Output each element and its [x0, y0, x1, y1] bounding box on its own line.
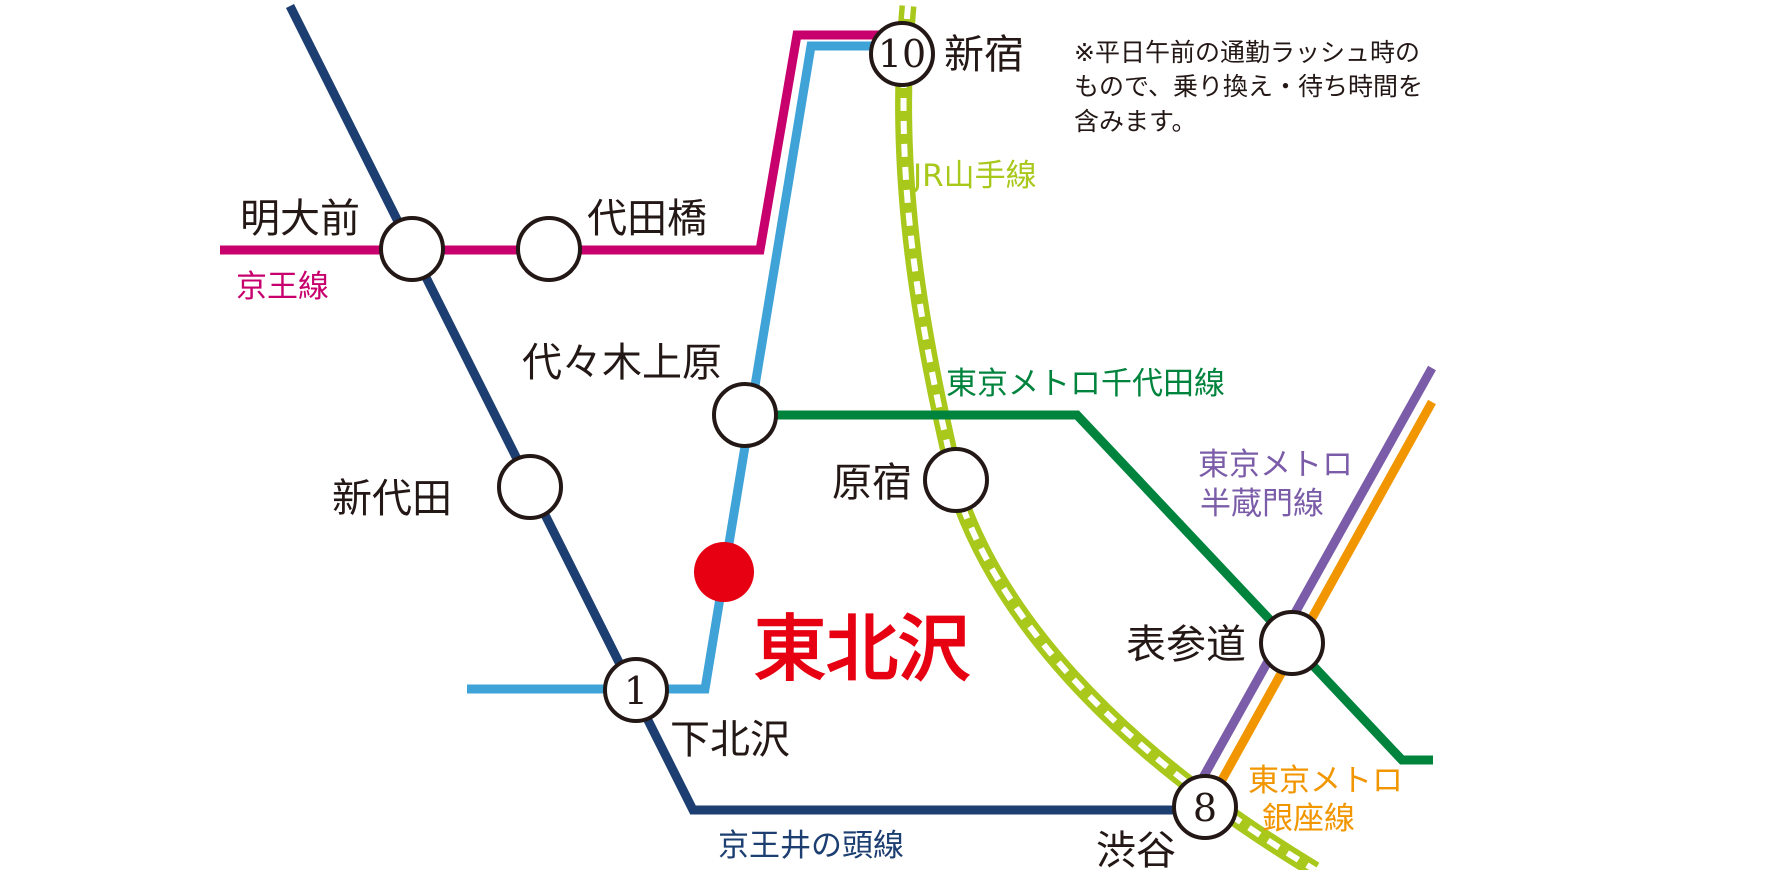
shibuya-minutes: 8 [1193, 786, 1217, 830]
station-label-yoyogiuehara: 代々木上原 [522, 340, 722, 386]
station-marker-shibuya [1172, 774, 1238, 840]
chiyoda-line [746, 410, 1433, 765]
note-line-1: ※平日午前の通勤ラッシュ時の [1074, 38, 1420, 67]
station-marker-shindaita [497, 454, 563, 520]
note-line-2: もので、乗り換え・待ち時間を [1074, 72, 1423, 101]
station-marker-shinjuku [869, 21, 935, 87]
line-label-inokashira: 京王井の頭線 [718, 828, 904, 864]
station-label-shinjuku: 新宿 [944, 32, 1024, 78]
station-label-meidaimae: 明大前 [240, 196, 360, 242]
keio-line [220, 30, 880, 255]
hanzomon-line [1192, 365, 1436, 793]
ginza-line [1209, 399, 1436, 799]
shimokitazawa-minutes: 1 [624, 669, 648, 713]
station-marker-harajuku [923, 447, 989, 513]
odakyu-line [467, 41, 885, 694]
station-label-shibuya: 渋谷 [1096, 828, 1176, 870]
line-label-keio: 京王線 [236, 269, 329, 305]
line-label-yamanote: JR山手線 [911, 158, 1037, 194]
line-label-hanzomon-1: 東京メトロ [1198, 447, 1353, 483]
station-marker-omotesando [1259, 610, 1325, 676]
shinjuku-minutes: 10 [878, 32, 926, 76]
note-line-3: 含みます。 [1074, 107, 1197, 136]
station-marker-higashikitazawa [694, 542, 754, 602]
line-label-ginza-2: 銀座線 [1262, 801, 1355, 837]
station-marker-yoyogiuehara [712, 382, 778, 448]
station-marker-meidaimae [379, 216, 445, 282]
line-label-hanzomon-2: 半蔵門線 [1200, 486, 1324, 522]
yamanote-line-dashes [900, 5, 1317, 870]
station-label-omotesando: 表参道 [1126, 622, 1246, 668]
station-label-harajuku: 原宿 [832, 460, 912, 506]
station-label-daitabashi: 代田橋 [587, 196, 707, 242]
station-marker-daitabashi [516, 216, 582, 282]
station-label-shindaita: 新代田 [332, 476, 452, 522]
station-marker-shimokitazawa [603, 657, 669, 723]
line-label-chiyoda: 東京メトロ千代田線 [946, 366, 1225, 402]
line-label-ginza-1: 東京メトロ [1248, 763, 1403, 799]
station-label-shimokitazawa: 下北沢 [670, 717, 790, 763]
station-label-higashikitazawa: 東北沢 [754, 607, 971, 691]
